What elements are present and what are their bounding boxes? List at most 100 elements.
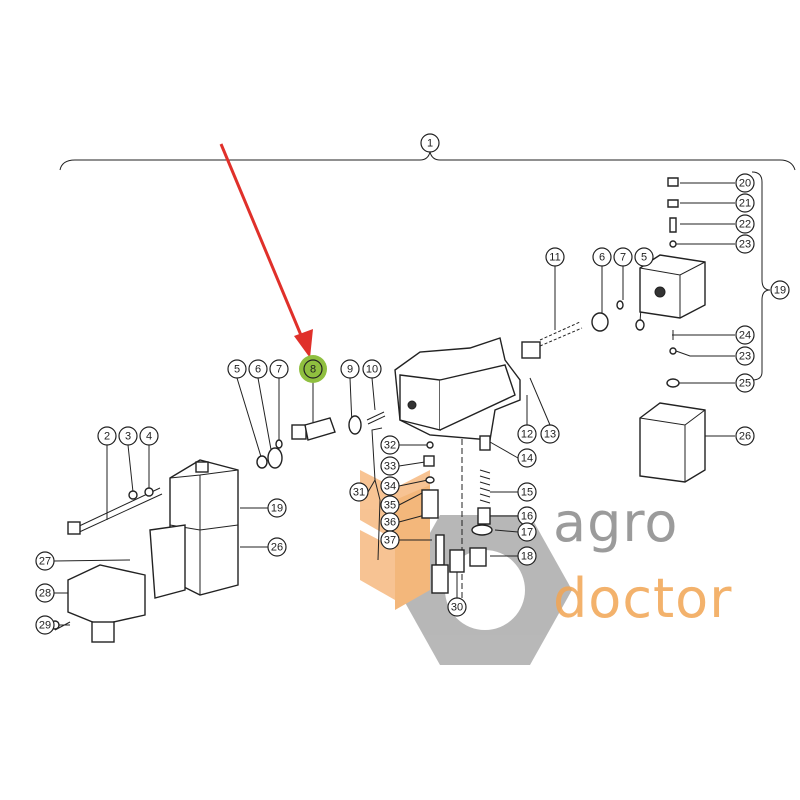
callout-23: 23 — [735, 346, 755, 366]
callout-number: 32 — [384, 440, 396, 452]
callout-29: 29 — [35, 615, 55, 635]
callout-22: 22 — [735, 214, 755, 234]
callout-number: 12 — [521, 429, 533, 441]
callout-7: 7 — [269, 359, 289, 379]
callout-number: 7 — [276, 364, 282, 376]
callout-number: 8 — [310, 364, 316, 376]
callout-3: 3 — [118, 426, 138, 446]
callout-19: 19 — [267, 498, 287, 518]
callout-number: 16 — [521, 511, 533, 523]
callout-number: 19 — [271, 503, 283, 515]
callout-11: 11 — [545, 247, 565, 267]
callout-28: 28 — [35, 583, 55, 603]
callout-number: 37 — [384, 535, 396, 547]
callout-number: 23 — [739, 351, 751, 363]
callout-number: 25 — [739, 378, 751, 390]
callout-number: 36 — [384, 517, 396, 529]
callout-7: 7 — [613, 247, 633, 267]
callout-number: 11 — [549, 252, 560, 264]
watermark-word-agro: agro — [553, 491, 679, 554]
callout-number: 26 — [271, 542, 283, 554]
callout-number: 13 — [544, 429, 556, 441]
callout-number: 5 — [641, 252, 647, 264]
callout-12: 12 — [517, 424, 537, 444]
callout-number: 26 — [739, 431, 751, 443]
callout-15: 15 — [517, 482, 537, 502]
callout-6: 6 — [248, 359, 268, 379]
callout-number: 23 — [739, 239, 751, 251]
callout-number: 5 — [234, 364, 240, 376]
callout-16: 16 — [517, 506, 537, 526]
callout-5: 5 — [227, 359, 247, 379]
callout-1: 1 — [420, 133, 440, 153]
spool-parts — [256, 411, 386, 469]
callout-number: 9 — [347, 364, 353, 376]
watermark-word-doctor: doctor — [553, 567, 733, 630]
callout-number: 20 — [739, 178, 751, 190]
assembly-bracket — [59, 151, 796, 171]
callout-21: 21 — [735, 193, 755, 213]
callout-number: 31 — [353, 487, 365, 499]
pointer-arrow — [219, 143, 313, 358]
callout-17: 17 — [517, 522, 537, 542]
callout-number: 2 — [104, 431, 110, 443]
callout-18: 18 — [517, 546, 537, 566]
callout-number: 4 — [146, 431, 152, 443]
bolt — [67, 487, 163, 535]
callout-20: 20 — [735, 173, 755, 193]
callout-19: 19 — [770, 280, 790, 300]
callout-number: 34 — [384, 481, 396, 493]
callout-10: 10 — [362, 359, 382, 379]
solenoid-right — [639, 402, 706, 483]
callout-number: 24 — [739, 330, 751, 342]
connector-plug — [50, 564, 146, 643]
callout-number: 27 — [39, 556, 51, 568]
callout-number: 14 — [521, 453, 533, 465]
callout-35: 35 — [380, 495, 400, 515]
callout-number: 17 — [521, 527, 533, 539]
callout-31: 31 — [349, 482, 369, 502]
callout-number: 19 — [774, 285, 786, 297]
callout-number: 21 — [739, 198, 751, 210]
callout-36: 36 — [380, 512, 400, 532]
callout-number: 7 — [620, 252, 626, 264]
callout-number: 1 — [427, 138, 433, 150]
callout-37: 37 — [380, 530, 400, 550]
callout-26: 26 — [735, 426, 755, 446]
callout-number: 35 — [384, 500, 396, 512]
right-seals — [521, 300, 645, 359]
valve-body — [394, 337, 521, 441]
callout-14: 14 — [517, 448, 537, 468]
callout-8: 8 — [299, 355, 327, 383]
callout-number: 33 — [384, 461, 396, 473]
callout-number: 3 — [125, 431, 131, 443]
callout-number: 22 — [739, 219, 751, 231]
check-valve-parts — [421, 435, 493, 594]
callout-number: 15 — [521, 487, 533, 499]
callout-number: 18 — [521, 551, 533, 563]
callout-23: 23 — [735, 234, 755, 254]
callout-number: 29 — [39, 620, 51, 632]
callout-number: 28 — [39, 588, 51, 600]
callout-25: 25 — [735, 373, 755, 393]
callout-27: 27 — [35, 551, 55, 571]
callout-30: 30 — [447, 597, 467, 617]
callout-32: 32 — [380, 435, 400, 455]
callout-number: 30 — [451, 602, 463, 614]
callout-9: 9 — [340, 359, 360, 379]
solenoid-left — [149, 459, 239, 599]
valve-block-right — [639, 177, 706, 388]
callout-6: 6 — [592, 247, 612, 267]
callout-33: 33 — [380, 456, 400, 476]
callout-2: 2 — [97, 426, 117, 446]
callout-number: 10 — [366, 364, 378, 376]
callout-4: 4 — [139, 426, 159, 446]
callout-13: 13 — [540, 424, 560, 444]
callout-34: 34 — [380, 476, 400, 496]
callout-number: 6 — [255, 364, 261, 376]
callout-5: 5 — [634, 247, 654, 267]
callout-26: 26 — [267, 537, 287, 557]
